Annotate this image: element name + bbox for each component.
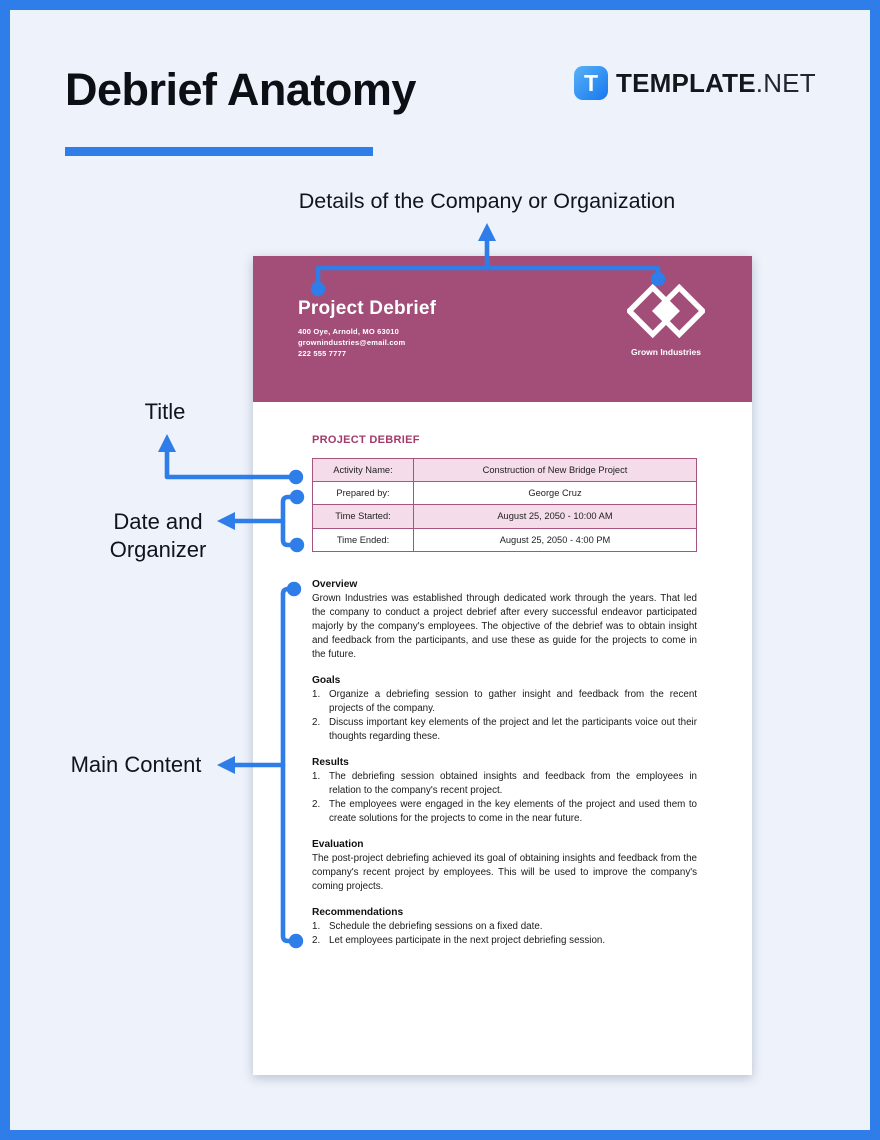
company-email: grownindustries@email.com: [298, 338, 406, 347]
page-title: Debrief Anatomy: [65, 64, 416, 115]
section-evaluation: Evaluation The post-project debriefing a…: [312, 838, 697, 894]
section-heading: Results: [312, 756, 349, 768]
annotation-main-content: Main Content: [70, 752, 202, 777]
diamonds-logo-icon: [625, 283, 707, 339]
row-label: Time Ended:: [312, 527, 414, 552]
row-label: Prepared by:: [312, 481, 414, 506]
company-details-block: Project Debrief 400 Oye, Arnold, MO 6301…: [298, 298, 436, 359]
brand-name-light: .NET: [755, 67, 816, 98]
document-sections: Overview Grown Industries was establishe…: [312, 578, 697, 948]
annotation-date-line2: Organizer: [109, 537, 207, 562]
annotation-company-details: Details of the Company or Organization: [298, 189, 676, 213]
annotation-date-line1: Date and: [113, 509, 203, 534]
template-net-icon: T: [574, 66, 608, 100]
row-value: Construction of New Bridge Project: [413, 457, 697, 483]
section-heading: Overview: [312, 578, 358, 590]
company-logo-name: Grown Industries: [631, 347, 701, 357]
list-item: 1. Organize a debriefing session to gath…: [312, 688, 697, 714]
section-overview: Overview Grown Industries was establishe…: [312, 578, 697, 662]
row-value: George Cruz: [413, 481, 697, 506]
document-header: Project Debrief 400 Oye, Arnold, MO 6301…: [253, 256, 752, 402]
list-item: 1. Schedule the debriefing sessions on a…: [312, 920, 543, 932]
document-title: Project Debrief: [298, 298, 437, 319]
table-row: Activity Name: Construction of New Bridg…: [312, 457, 697, 483]
brand-name-bold: TEMPLATE: [616, 67, 756, 98]
row-value: August 25, 2050 - 10:00 AM: [413, 504, 697, 529]
company-address: 400 Oye, Arnold, MO 63010: [298, 327, 400, 336]
section-heading: Evaluation: [312, 838, 364, 850]
brand-icon-letter: T: [583, 69, 599, 96]
table-row: Time Ended: August 25, 2050 - 4:00 PM: [312, 527, 697, 552]
section-goals: Goals 1. Organize a debriefing session t…: [312, 674, 697, 744]
document-heading: PROJECT DEBRIEF: [312, 434, 420, 446]
brand-wordmark: TEMPLATE.NET: [616, 68, 816, 99]
template-net-logo: T TEMPLATE.NET: [574, 66, 816, 100]
section-paragraph: Grown Industries was established through…: [312, 592, 697, 660]
document-body: PROJECT DEBRIEF Activity Name: Construct…: [253, 402, 752, 948]
title-underline: [65, 147, 373, 156]
up-arrowhead-title: [158, 434, 176, 452]
row-value: August 25, 2050 - 4:00 PM: [413, 527, 697, 552]
list-item: 2. Discuss important key elements of the…: [312, 716, 697, 742]
company-logo: Grown Industries: [623, 282, 709, 357]
section-recommendations: Recommendations 1. Schedule the debriefi…: [312, 906, 697, 948]
list-item: 1. The debriefing session obtained insig…: [312, 770, 697, 796]
section-paragraph: The post-project debriefing achieved its…: [312, 852, 697, 892]
section-results: Results 1. The debriefing session obtain…: [312, 756, 697, 826]
company-contact: 400 Oye, Arnold, MO 63010 grownindustrie…: [298, 326, 436, 359]
debrief-info-table: Activity Name: Construction of New Bridg…: [312, 457, 697, 552]
company-phone: 222 555 7777: [298, 349, 347, 358]
section-heading: Goals: [312, 674, 341, 686]
document-preview: Project Debrief 400 Oye, Arnold, MO 6301…: [253, 256, 752, 1075]
row-label: Time Started:: [312, 504, 414, 529]
list-item: 2. Let employees participate in the next…: [312, 934, 606, 946]
annotation-date-organizer: Date and Organizer: [48, 508, 268, 564]
up-arrowhead-details: [478, 223, 496, 241]
table-row: Time Started: August 25, 2050 - 10:00 AM: [312, 504, 697, 529]
list-item: 2. The employees were engaged in the key…: [312, 798, 697, 824]
section-heading: Recommendations: [312, 906, 404, 918]
table-row: Prepared by: George Cruz: [312, 481, 697, 506]
row-label: Activity Name:: [312, 457, 414, 483]
annotation-title: Title: [144, 399, 186, 424]
